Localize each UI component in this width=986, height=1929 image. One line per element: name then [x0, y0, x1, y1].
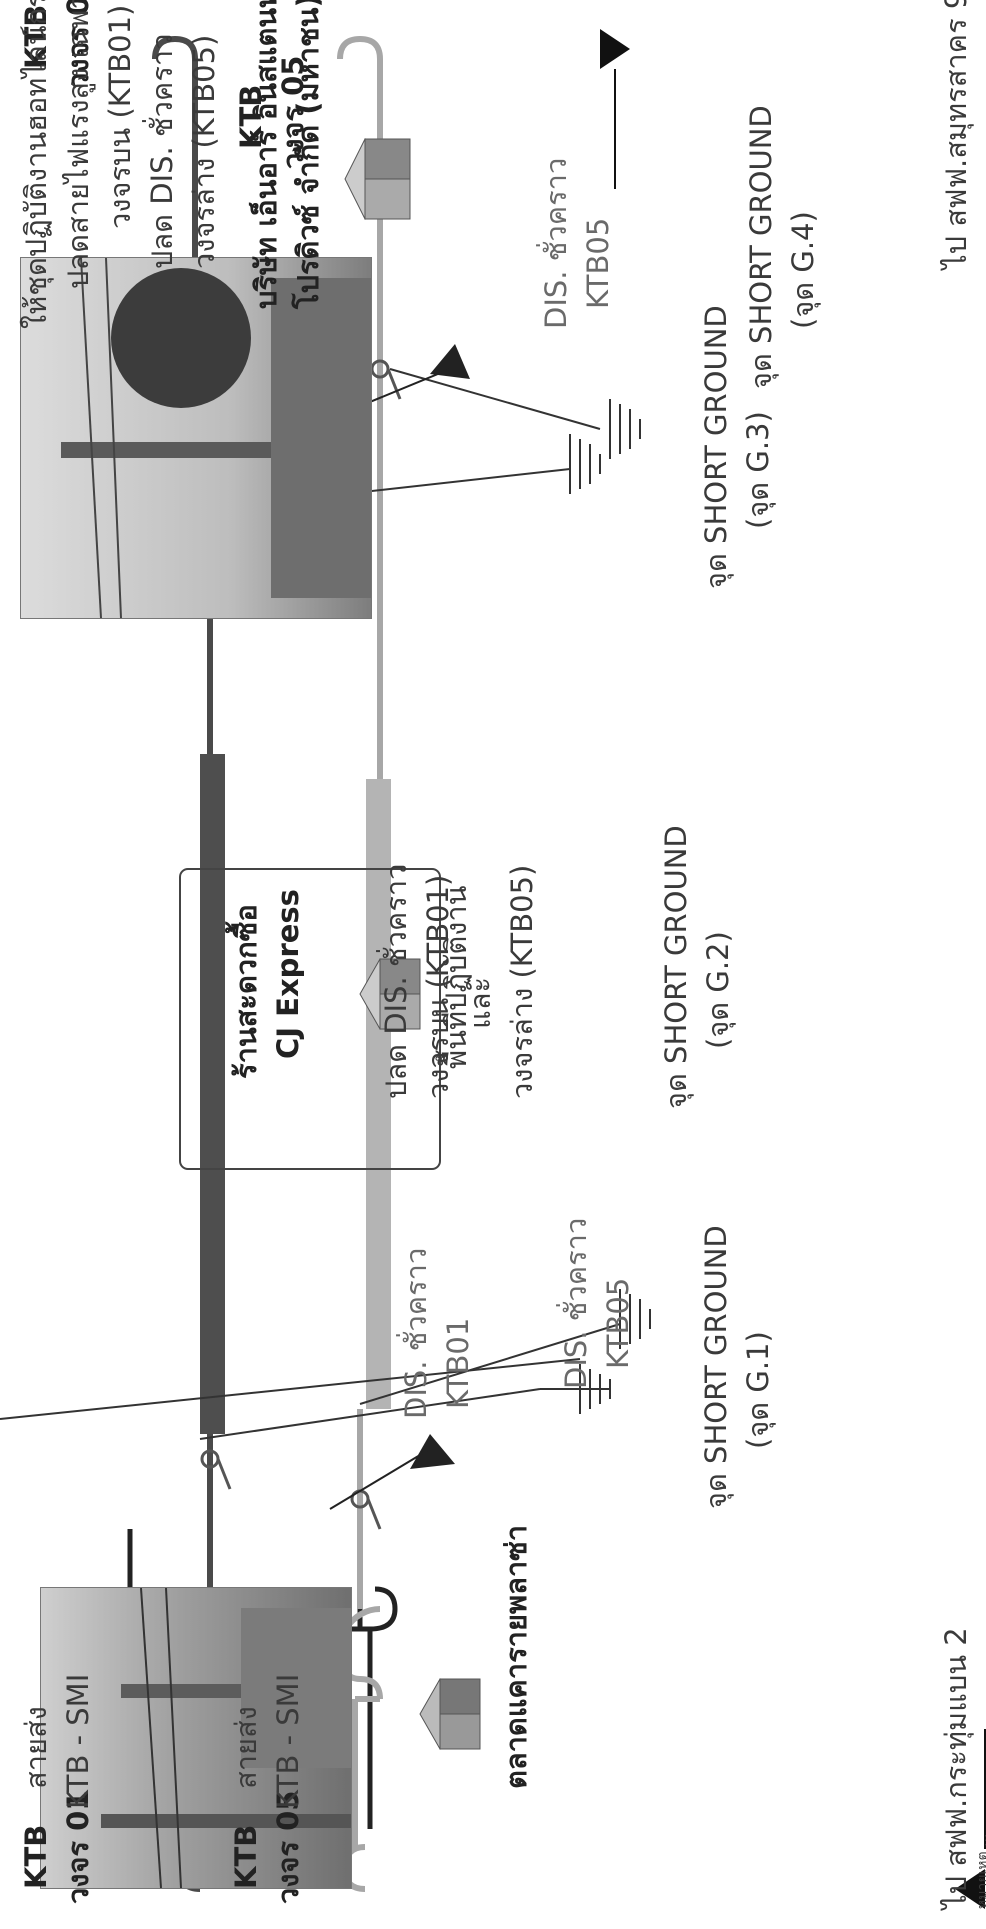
store-name-label: ร้านสะดวกซื้อ: [229, 904, 263, 1079]
instruction-left-1: ปลด DIS. ชั่วคราว: [379, 863, 413, 1099]
ground-g3-label: จุด SHORT GROUND: [699, 305, 733, 589]
instruction-right-1: ให้ชุดปฏิบัติงานฮอทไลน์กระเช้า: [19, 0, 53, 329]
ground-g2-id: (จุด G.2): [701, 931, 735, 1049]
right-pole-photo: [20, 257, 372, 619]
dis-left-bottom-id: KTB05: [601, 1277, 635, 1369]
store-building-icon: [350, 949, 430, 1039]
dis-left-top-id: KTB01: [441, 1317, 475, 1409]
circuit-01-work-section: [200, 754, 225, 1434]
instruction-right-5: วงจรล่าง (KTB05): [187, 34, 221, 269]
instruction-right-3: วงจรบน (KTB01): [103, 4, 137, 229]
factory-building-icon: [335, 129, 425, 229]
work-area-box: [179, 868, 441, 1170]
instruction-left-3: และ: [463, 976, 497, 1029]
dis-left-top-label: DIS. ชั่วคราว: [399, 1247, 433, 1419]
ground-g1-id: (จุด G.1): [741, 1331, 775, 1449]
instruction-left-4: วงจรล่าง (KTB05): [505, 864, 539, 1099]
left-ktb05: KTB: [229, 1824, 263, 1889]
ground-g2-label: จุด SHORT GROUND: [659, 825, 693, 1109]
ground-g3-id: (จุด G.3): [741, 411, 775, 529]
left-transmission-b1: สายส่ง: [229, 1706, 263, 1789]
instruction-right-4: ปลด DIS. ชั่วคราว: [145, 33, 179, 269]
market-building-icon: [410, 1669, 490, 1759]
dis-left-bottom-label: DIS. ชั่วคราว: [559, 1217, 593, 1389]
company-label-2: โปรดิวซ์ จำกัด (มหาชน): [291, 0, 325, 309]
left-transmission-a1: สายส่ง: [19, 1706, 53, 1789]
left-transmission-b2: KTB - SMI: [271, 1673, 305, 1809]
company-label-1: บริษัท เอ็นอาร์ อินสแตนท์: [249, 0, 283, 309]
right-to-substation: ไป สฟฟ.สมุทรสาคร 9: [939, 0, 973, 269]
left-transmission-a2: KTB - SMI: [61, 1673, 95, 1809]
instruction-right-2: ปลดสายไฟแรงสูง เฉพาะ: [61, 0, 95, 289]
ground-g4-id: (จุด G.4): [786, 211, 820, 329]
circuit-05-work-section: [366, 779, 391, 1409]
footnote: หมายเหตุ ...: [975, 1833, 986, 1909]
instruction-left-2: วงจรบน (KTB01): [421, 874, 455, 1099]
ground-g4-label: จุด SHORT GROUND: [744, 105, 778, 389]
left-to-substation: ไป สฟฟ.กระทุ่มแบน 2: [939, 1627, 973, 1909]
left-pole-photo: [40, 1587, 352, 1889]
dis-right-bottom-id: KTB05: [581, 217, 615, 309]
left-ktb01: KTB: [19, 1824, 53, 1889]
market-label: ตลาดแคารายพลาซ่า: [499, 1524, 533, 1789]
ground-g1-label: จุด SHORT GROUND: [699, 1225, 733, 1509]
store-brand-label: CJ Express: [271, 889, 305, 1059]
dis-right-bottom-label: DIS. ชั่วคราว: [539, 157, 573, 329]
